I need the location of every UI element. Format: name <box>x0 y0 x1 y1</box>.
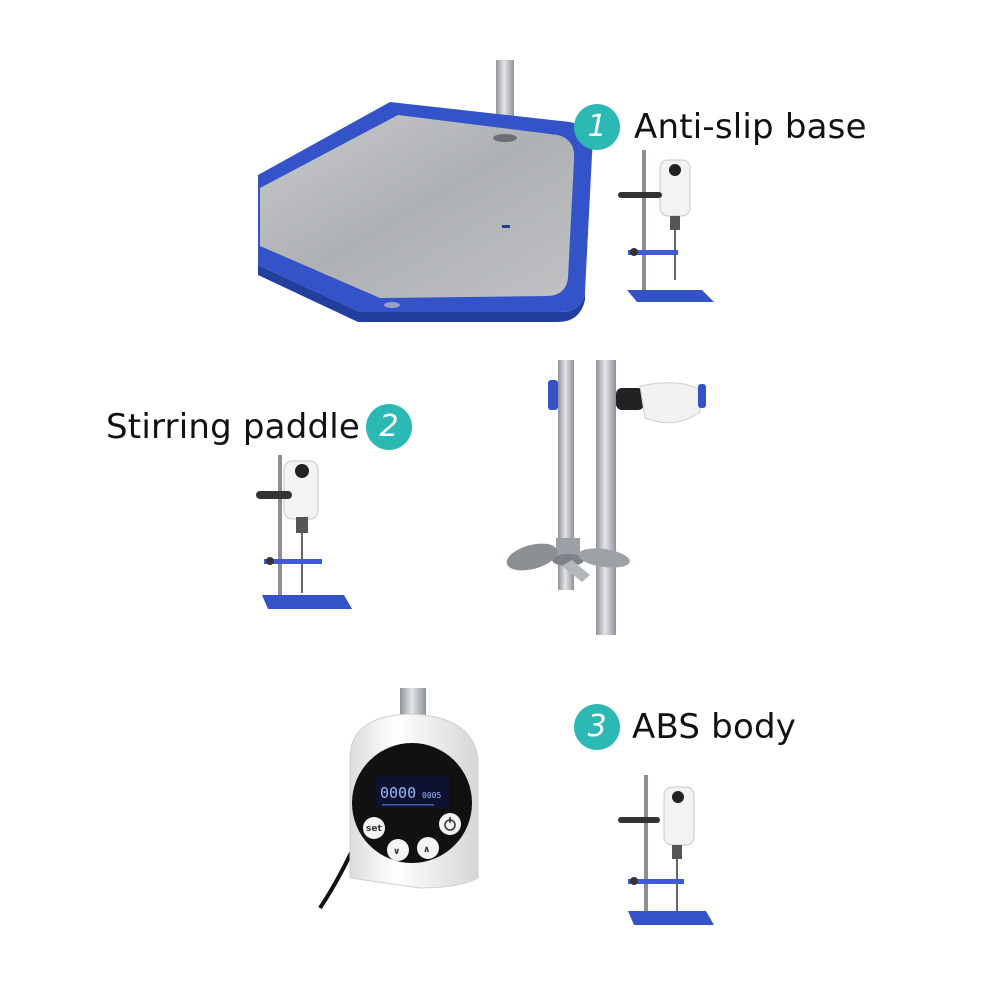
chevron-up-icon: ∧ <box>423 845 430 855</box>
feature-label: Anti-slip base <box>634 107 867 147</box>
power-button[interactable] <box>439 813 461 835</box>
stirrer-thumbnail <box>618 775 714 925</box>
set-button-label: set <box>366 824 382 834</box>
feature-label: ABS body <box>632 707 797 747</box>
feature-stirring-paddle: Stirring paddle 2 <box>106 404 413 450</box>
chevron-down-icon: ∨ <box>393 847 400 857</box>
feature-number-badge: 1 <box>574 104 620 150</box>
anti-slip-base-photo <box>258 60 593 322</box>
down-button[interactable]: ∨ <box>387 839 409 861</box>
feature-number-badge: 3 <box>574 704 620 750</box>
lcd-readout: 0000 <box>380 784 416 802</box>
abs-body-photo: 0000 0005 set ∨ ∧ <box>318 688 479 910</box>
lcd-readout-small: 0005 <box>422 791 441 800</box>
stirrer-thumbnail <box>256 455 352 609</box>
stirring-paddle-photo <box>506 360 706 635</box>
set-button[interactable]: set <box>363 817 385 839</box>
feature-label: Stirring paddle <box>106 407 361 447</box>
feature-abs-body: 3 ABS body <box>574 704 796 750</box>
feature-anti-slip-base: 1 Anti-slip base <box>574 104 867 150</box>
up-button[interactable]: ∧ <box>417 837 439 859</box>
stirrer-thumbnail <box>618 150 714 302</box>
feature-number-badge: 2 <box>366 404 413 450</box>
